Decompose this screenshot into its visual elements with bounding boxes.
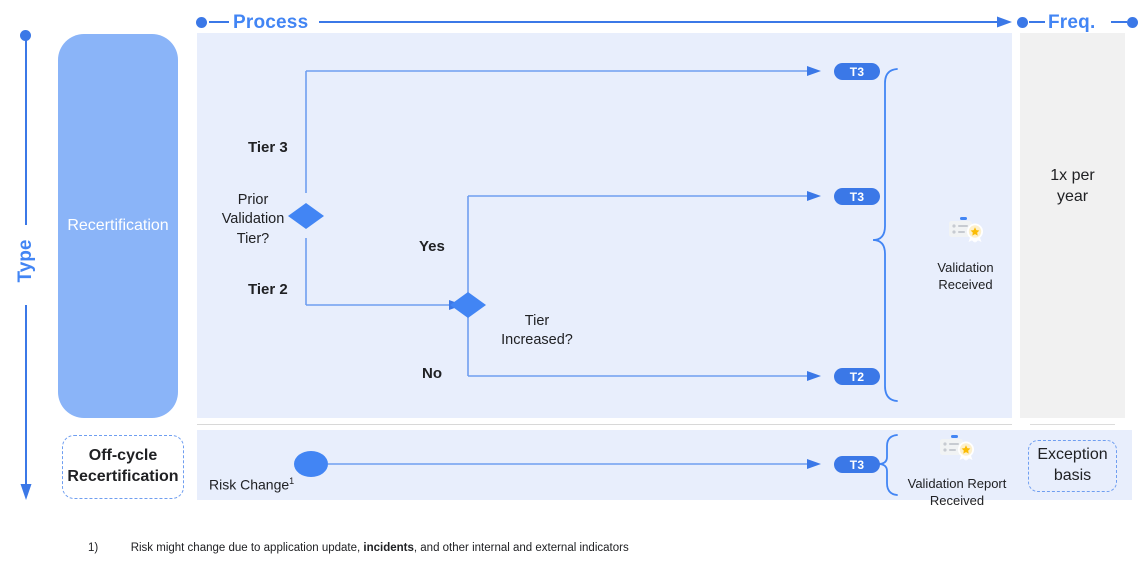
process-axis-line-left <box>209 21 229 23</box>
outcome-pill-tier2-no[interactable]: T2 <box>834 368 880 385</box>
freq-axis-start-dot <box>1017 17 1028 28</box>
type-recertification-block[interactable]: Recertification <box>58 34 178 418</box>
freq-recertification-value: 1x per year <box>1020 160 1125 214</box>
type-recertification-label: Recertification <box>67 217 169 234</box>
freq-axis-line-right <box>1111 21 1127 23</box>
outcome-pill-tier3-yes[interactable]: T3 <box>834 188 880 205</box>
freq-axis-line-left <box>1029 21 1045 23</box>
panel-divider <box>197 424 1012 425</box>
decision-1-branch-up-label: Tier 3 <box>248 118 288 159</box>
validation-received-group: Validation Received <box>918 216 1013 292</box>
decision-1-question: Prior Validation Tier? <box>212 171 294 249</box>
validation-report-received-text: Validation Report Received <box>907 476 1007 508</box>
freq-axis: Freq. <box>1017 12 1141 34</box>
type-axis-label: Type <box>15 239 36 283</box>
type-offcycle-block[interactable]: Off-cycle Recertification <box>62 435 184 499</box>
validation-received-label: Validation Received <box>918 244 1013 293</box>
validation-report-received-group: Validation Report Received <box>898 434 1016 508</box>
decision-1-branch-down-label: Tier 2 <box>248 260 288 301</box>
footnote-text-after: , and other internal and external indica… <box>413 542 629 554</box>
footnote-text: Risk might change due to application upd… <box>131 542 629 554</box>
footnote-number: 1) <box>88 542 99 554</box>
footnote: 1) Risk might change due to application … <box>88 538 988 556</box>
process-axis-start-dot <box>196 17 207 28</box>
decision-2-branch-down-text: No <box>422 365 442 383</box>
freq-offcycle-text: Exception basis <box>1037 446 1108 484</box>
decision-2-branch-up-text: Yes <box>419 238 445 256</box>
type-axis-start-dot <box>20 30 31 41</box>
process-axis: Process <box>196 12 1012 34</box>
validation-received-text: Validation Received <box>937 260 994 292</box>
flow-connectors-offcycle <box>294 434 898 496</box>
decision-2-question: Tier Increased? <box>482 292 592 351</box>
decision-1-branch-up-text: Tier 3 <box>248 139 288 157</box>
offcycle-start-label: Risk Change1 <box>209 456 294 494</box>
type-axis-label-gap <box>14 225 40 305</box>
decision-1-branch-down-text: Tier 2 <box>248 281 288 299</box>
decision-2-question-text: Tier Increased? <box>501 312 573 349</box>
offcycle-outcome-pill-label: T3 <box>849 457 865 472</box>
decision-2-branch-down-label: No <box>422 344 442 385</box>
offcycle-start-label-text: Risk Change <box>209 476 290 493</box>
decision-1-question-text: Prior Validation Tier? <box>221 191 285 247</box>
certificate-badge-icon <box>949 217 983 243</box>
footnote-text-before: Risk might change due to application upd… <box>130 542 364 554</box>
outcome-pill-tier3-yes-label: T3 <box>849 189 865 204</box>
freq-panel-main <box>1020 33 1125 418</box>
flow-connectors-main <box>288 66 898 402</box>
freq-axis-end-dot <box>1127 17 1138 28</box>
certificate-badge-icon-offcycle <box>940 435 974 461</box>
type-offcycle-label: Off-cycle Recertification <box>67 447 179 485</box>
freq-offcycle-value[interactable]: Exception basis <box>1028 440 1117 492</box>
footnote-text-bold: incidents <box>363 542 414 554</box>
validation-report-received-label: Validation Report Received <box>898 460 1016 509</box>
process-panel-main <box>197 33 1012 418</box>
freq-recertification-text: 1x per year <box>1050 167 1095 205</box>
outcome-pill-tier2-no-label: T2 <box>849 369 865 384</box>
type-axis: Type <box>14 30 44 500</box>
decision-2-branch-up-label: Yes <box>419 217 445 258</box>
offcycle-outcome-pill[interactable]: T3 <box>834 456 880 473</box>
freq-panel-divider <box>1030 424 1115 425</box>
offcycle-start-superscript: 1 <box>289 475 295 486</box>
outcome-pill-tier3-top-label: T3 <box>849 64 865 79</box>
outcome-pill-tier3-top[interactable]: T3 <box>834 63 880 80</box>
process-axis-arrow <box>319 16 1012 28</box>
freq-axis-label: Freq. <box>1048 12 1096 33</box>
process-axis-label: Process <box>233 12 309 33</box>
